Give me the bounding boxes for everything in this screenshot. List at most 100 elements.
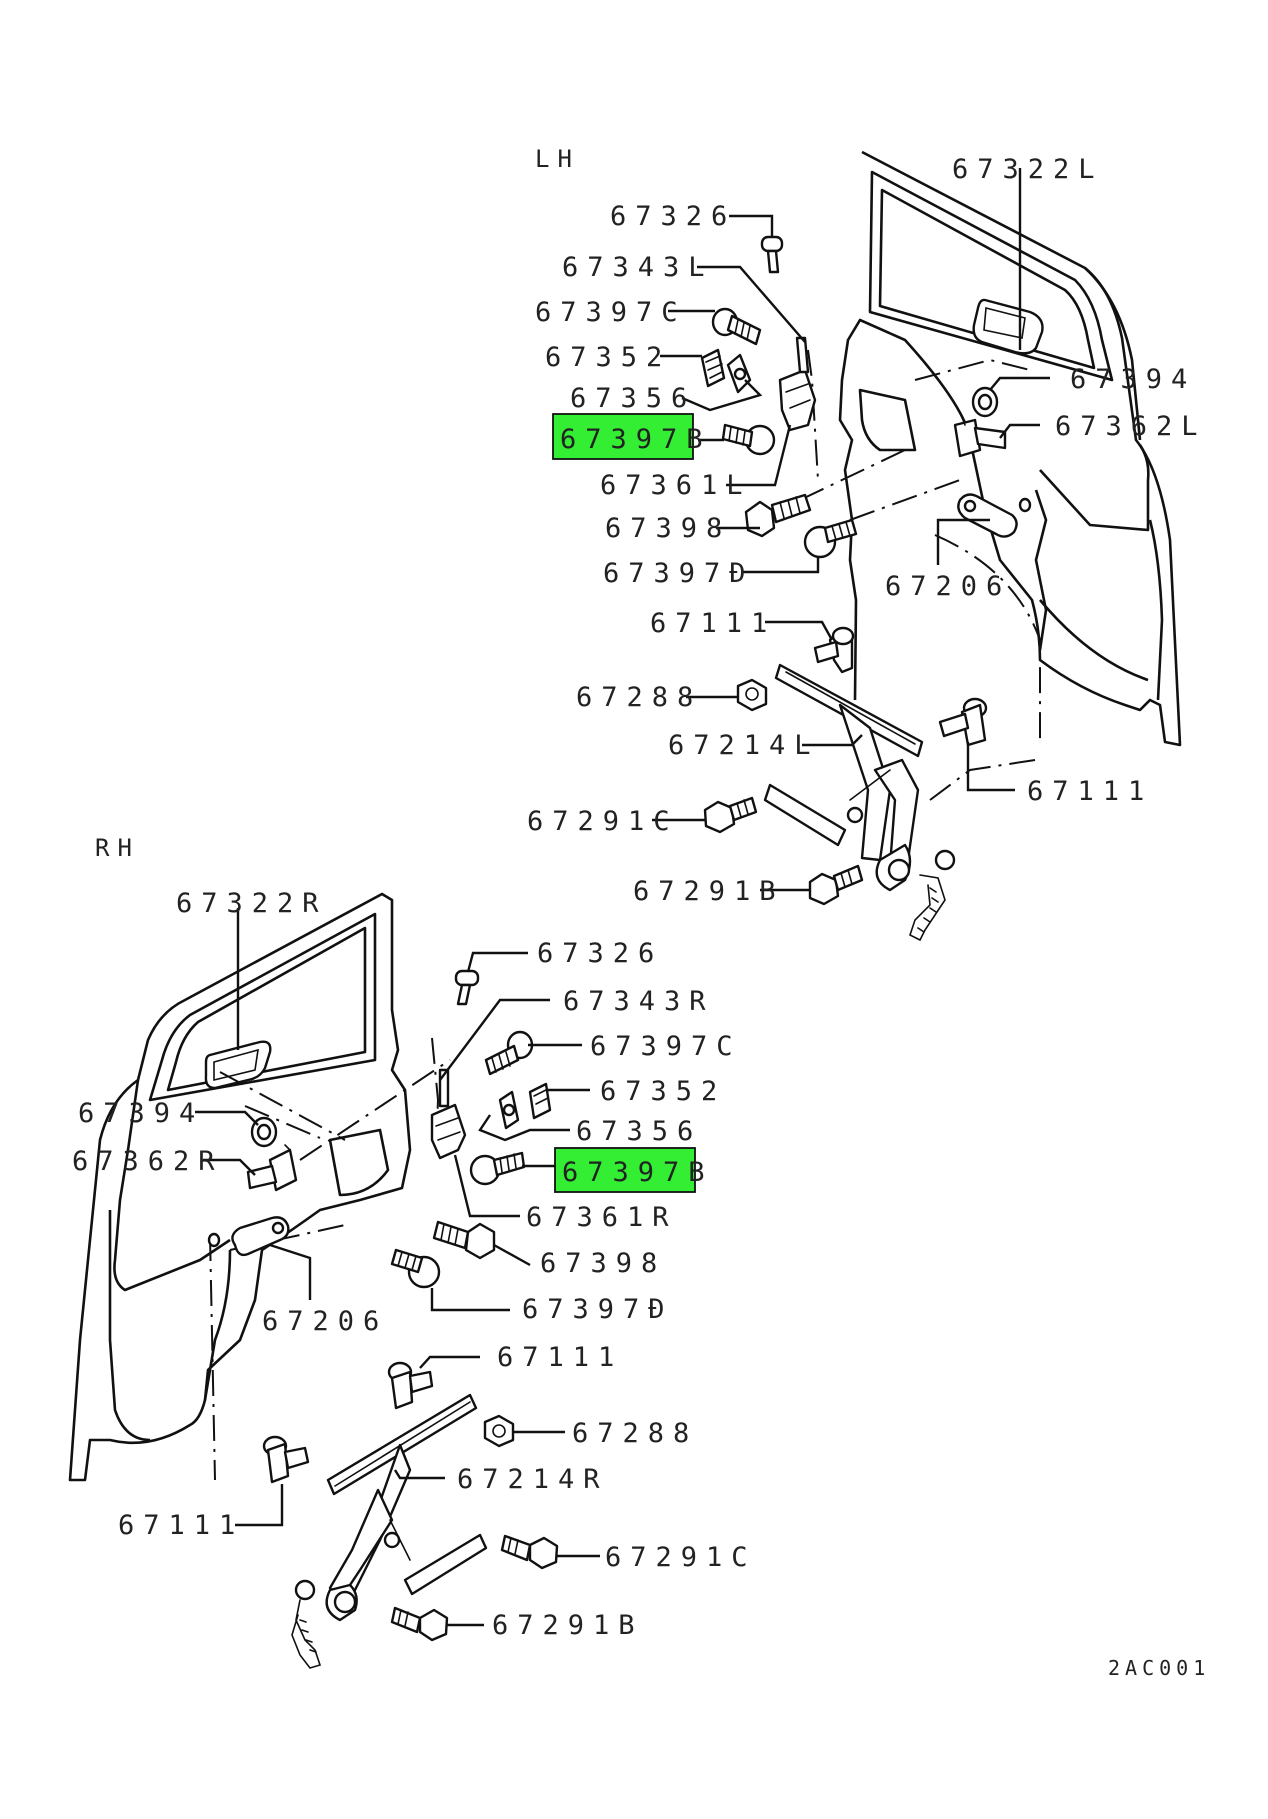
lh-leader-67111b [966,742,1015,792]
rh-label-67397C: 67397C [590,1031,742,1062]
lh-bolt-67326 [760,235,784,274]
rh-label-67111a: 67111 [497,1342,623,1373]
lh-label-67398: 67398 [605,513,731,544]
rh-bolt-67398 [432,1220,496,1260]
lh-label-67326: 67326 [610,201,736,232]
lh-roller-67111b [938,697,988,747]
rh-clip-67356 [498,1090,520,1130]
lh-door-panel [838,150,1182,747]
lh-leader-67214L [802,734,863,747]
rh-leader-67206 [269,1243,312,1300]
lh-regulator-67214L [763,663,956,942]
lh-centerline-5 [807,349,819,481]
lh-centerline-2 [799,449,906,501]
rh-label-67398: 67398 [540,1248,666,1279]
lh-centerline-4 [934,534,1041,745]
rh-handle-67206 [207,1216,290,1257]
lh-leader-67206 [936,518,990,565]
rh-centerline-2 [244,1105,321,1139]
lh-label-67356: 67356 [570,383,696,414]
rh-label-67291C: 67291C [605,1542,757,1573]
lh-label-67397C: 67397C [535,297,687,328]
lh-label-67291B: 67291B [633,876,785,907]
lh-highlight-67397B [552,413,694,460]
rh-door-panel [68,892,412,1482]
lh-clip-67362L [953,411,1007,458]
rh-leader-67361R [453,1154,520,1218]
lh-label-67397D: 67397Đ [603,558,755,589]
rh-label-67206: 67206 [262,1306,388,1337]
rh-leader-67362R [203,1158,256,1176]
rh-leader-67394 [195,1110,259,1126]
rh-screw-67397C [484,1030,534,1076]
rh-bolt-67291C [500,1534,559,1570]
lh-nut-67288 [736,678,768,712]
rh-leader-67356 [478,1114,570,1142]
diagram-code: 2AC001 [1108,1656,1210,1680]
rh-leader-67397D [430,1288,510,1312]
rh-assembly: RH [68,834,757,1669]
lh-label-67288: 67288 [576,682,702,713]
rh-clip-67352 [528,1082,552,1120]
rh-leader-67111a [419,1355,480,1369]
lh-clip-67352 [700,348,726,388]
lh-bolt-67291C [703,796,758,834]
rh-label-67361R: 67361R [526,1202,678,1233]
lh-label-67206: 67206 [885,571,1011,602]
rh-centerline-5 [209,1234,216,1481]
rh-label-67214R: 67214R [457,1464,609,1495]
rh-leader-67343R [439,998,550,1081]
rh-label-67322R: 67322R [176,888,328,919]
lh-leader-67326 [729,214,774,238]
lh-label-67394: 67394 [1070,364,1196,395]
lh-label-67352: 67352 [545,342,671,373]
rh-label-67326: 67326 [537,938,663,969]
lh-plug-67397B [721,423,776,456]
rh-label-67397B: 67397B [562,1157,714,1188]
rh-centerline-3 [299,1059,451,1161]
rh-nut-67288 [483,1414,515,1448]
rh-label-67356: 67356 [576,1116,702,1147]
rh-plug-67397D [390,1248,441,1289]
lh-roller-67111a [813,626,855,674]
lh-leader-67356 [681,379,763,412]
lh-label-67361L: 67361L [600,470,752,501]
rh-highlight-67397B [554,1147,696,1193]
lh-label-67214L: 67214L [668,730,820,761]
lh-grommet-67394 [971,386,999,418]
lh-bolt-67398 [744,493,812,538]
lh-assembly: LH [527,145,1198,942]
rh-label-67362R: 67362R [72,1146,224,1177]
rh-regulator-67214R [291,1393,488,1669]
rh-bolt-67326 [454,969,480,1006]
rh-leader-67214R [393,1469,445,1480]
rh-roller-67111b [262,1435,310,1484]
rh-side-label: RH [95,834,140,862]
lh-handle-67206 [957,493,1032,538]
rh-bolt-67291B [390,1606,449,1642]
lh-leader-67111a [765,620,834,641]
rh-roller-67111a [387,1361,434,1410]
lh-leader-67397D [743,557,820,574]
rh-label-67288: 67288 [572,1418,698,1449]
rh-label-67397D: 67397Đ [522,1294,674,1325]
rh-clip-67362R [246,1144,298,1192]
rh-centerline-1 [219,1071,346,1141]
rh-label-67111b: 67111 [118,1510,244,1541]
lh-centerline-1 [914,358,1031,381]
lh-label-67397B: 67397B [560,424,712,455]
rh-bracket-67361R [430,1068,467,1160]
rh-label-67394: 67394 [78,1098,204,1129]
rh-leader-67111b [235,1484,284,1527]
lh-screw-67397C [711,307,762,346]
rh-leader-67326 [466,951,528,973]
lh-leader-67394 [989,376,1050,391]
lh-side-label: LH [535,145,580,173]
lh-label-67291C: 67291C [527,806,679,837]
lh-label-67111a: 67111 [650,608,776,639]
rh-plug-67397B [469,1151,526,1186]
lh-label-67322L: 67322L [952,154,1104,185]
rh-leader-67398 [493,1243,531,1267]
lh-label-67111b: 67111 [1027,776,1153,807]
